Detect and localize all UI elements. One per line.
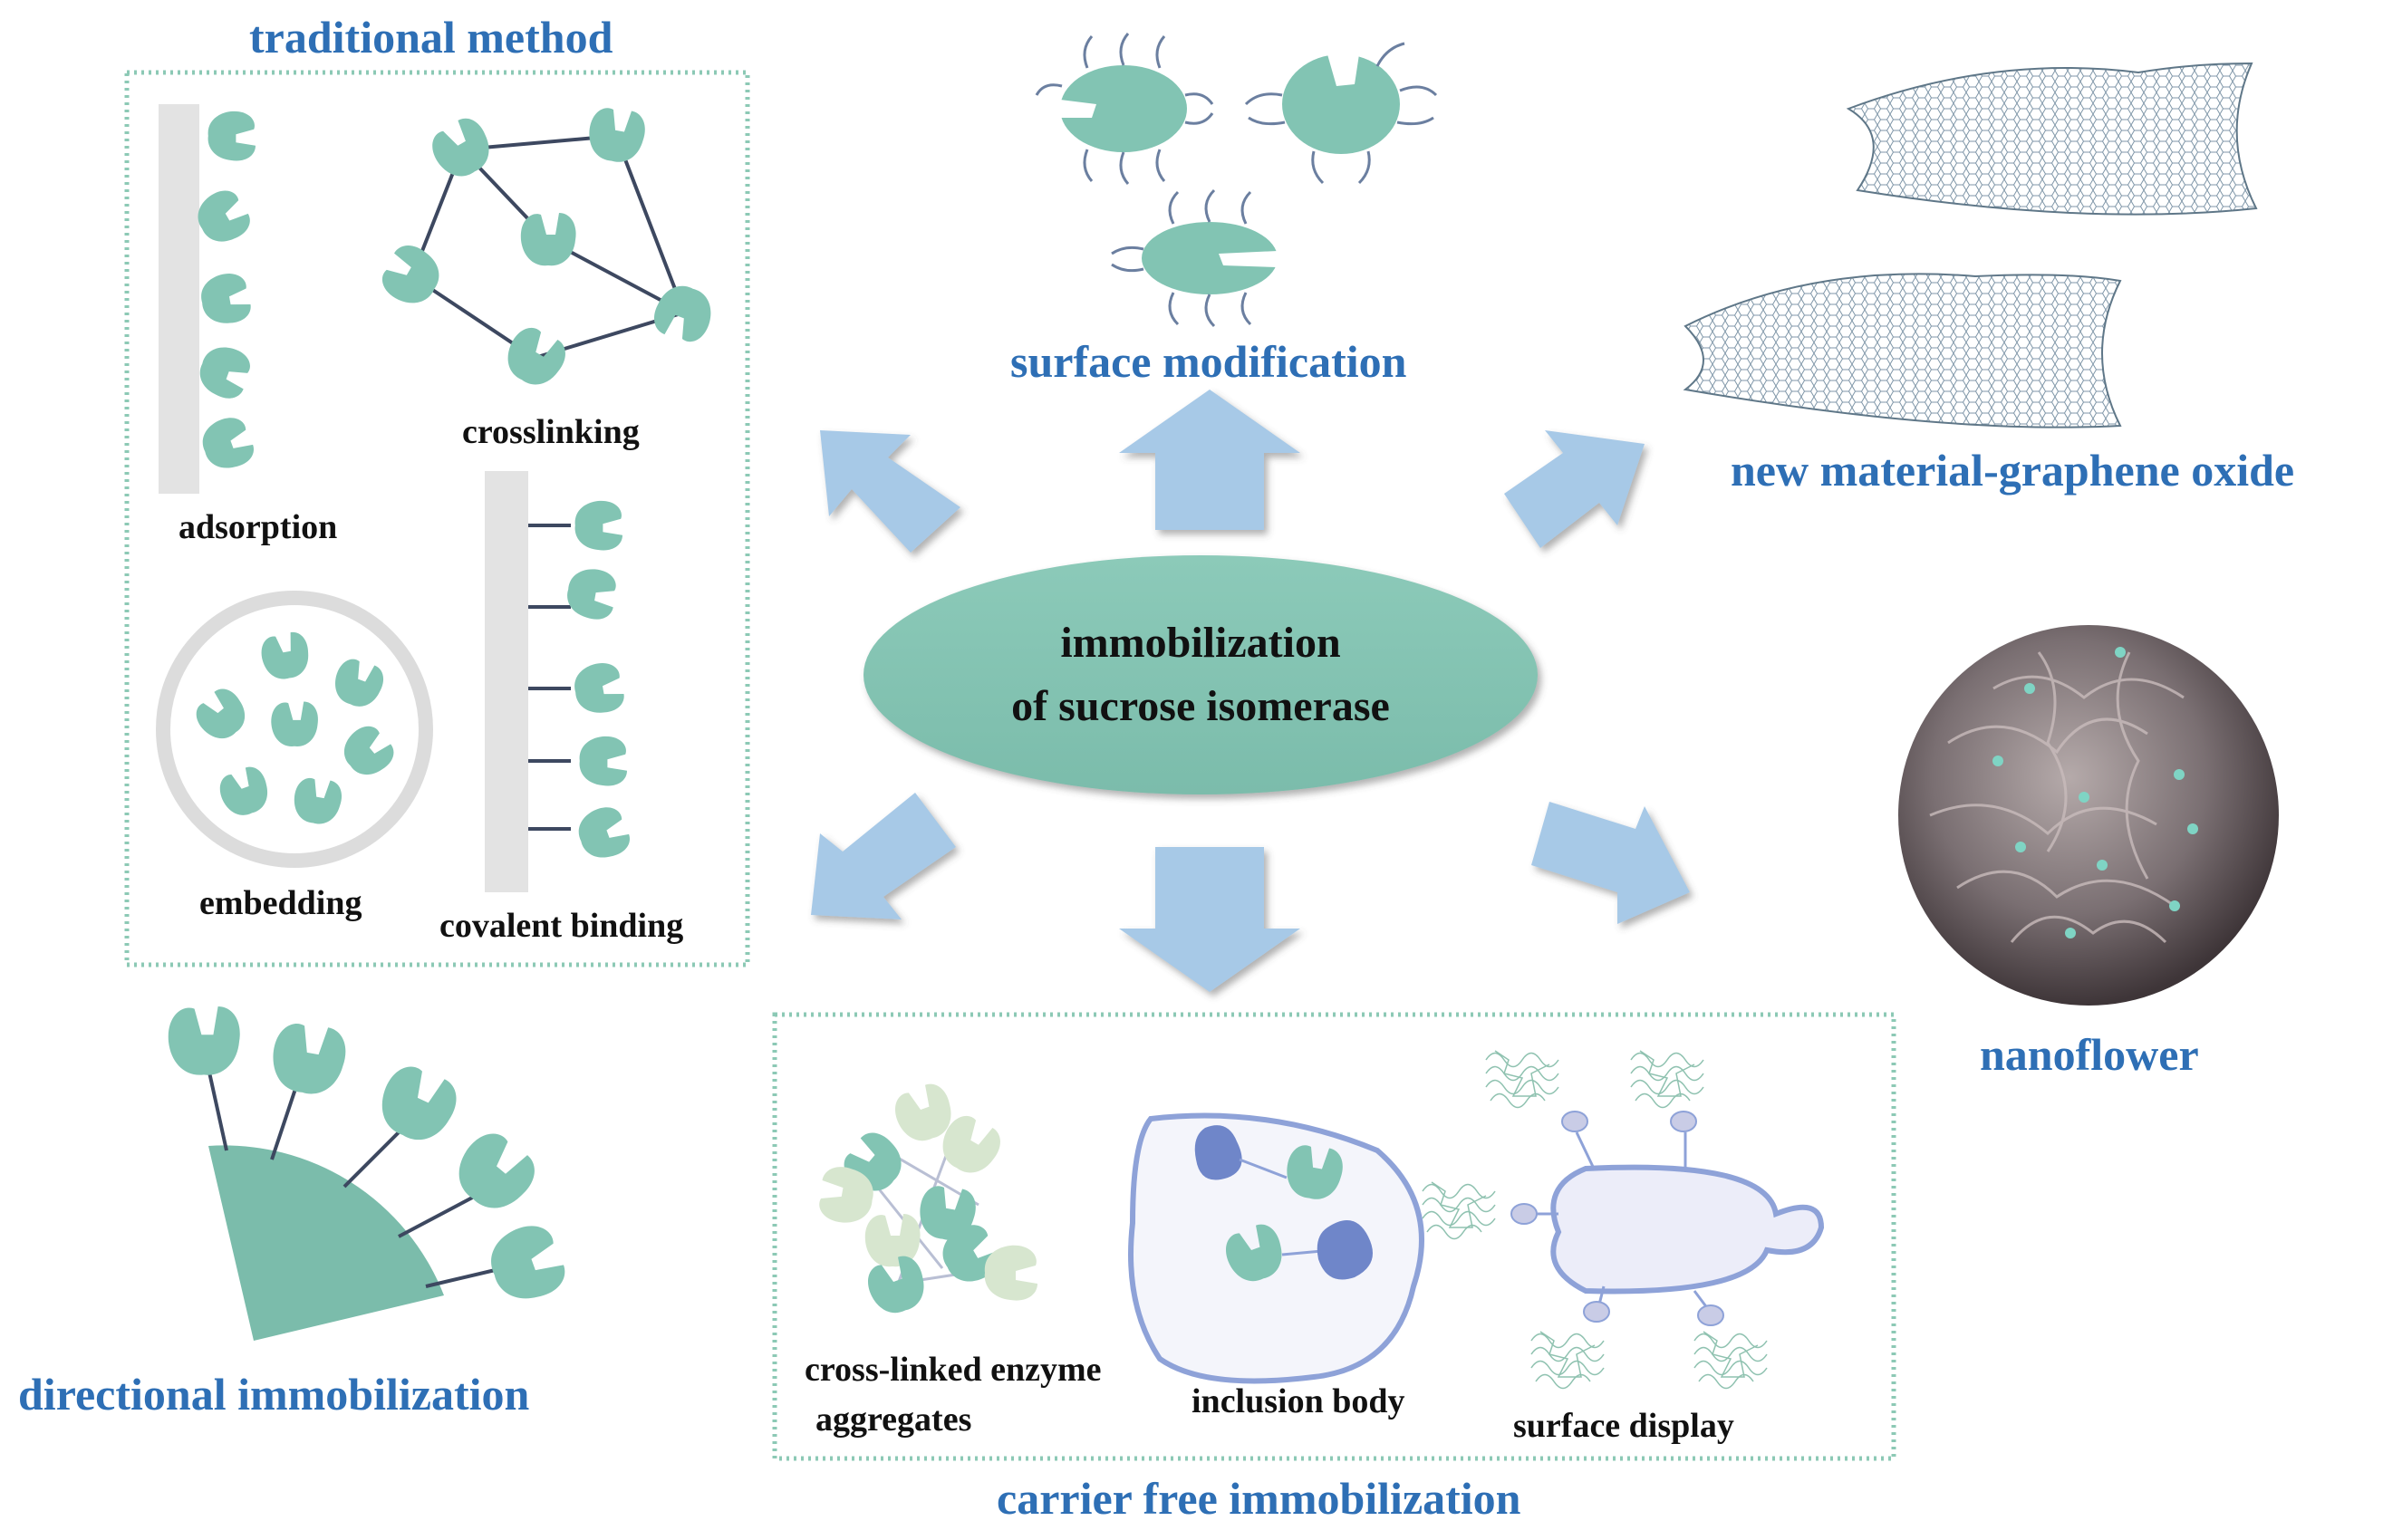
traditional-method-box bbox=[124, 70, 750, 967]
graphene-oxide-illustration bbox=[1683, 62, 2258, 428]
cross-linked-label-line1: cross-linked enzyme bbox=[805, 1351, 1102, 1389]
arrow-down bbox=[1119, 847, 1300, 992]
center-label-line1: immobilization bbox=[1060, 619, 1341, 667]
embedding-label: embedding bbox=[199, 884, 362, 922]
adsorption-illustration bbox=[159, 104, 258, 494]
nanoflower-title: nanoflower bbox=[1980, 1029, 2199, 1080]
crosslinking-label: crosslinking bbox=[462, 413, 640, 451]
arrow-upper-right bbox=[1504, 430, 1645, 548]
graphene-oxide-title: new material-graphene oxide bbox=[1731, 445, 2295, 496]
traditional-method-title: traditional method bbox=[249, 12, 613, 63]
inclusion-body-illustration bbox=[1128, 1112, 1424, 1384]
surface-display-label: surface display bbox=[1513, 1407, 1734, 1445]
arrow-up bbox=[1119, 390, 1300, 530]
crosslinking-illustration bbox=[374, 104, 719, 394]
directional-immobilization-title: directional immobilization bbox=[18, 1369, 530, 1420]
clea-illustration bbox=[815, 1079, 1037, 1320]
carrier-free-title: carrier free immobilization bbox=[997, 1473, 1521, 1524]
arrow-lower-left bbox=[811, 793, 956, 919]
nanoflower-illustration bbox=[1898, 625, 2279, 1006]
center-label: immobilization of sucrose isomerase bbox=[929, 611, 1472, 738]
surface-display-illustration bbox=[1422, 1050, 1825, 1390]
surface-modification-title: surface modification bbox=[1010, 336, 1407, 387]
arrow-upper-left bbox=[820, 430, 960, 553]
adsorption-label: adsorption bbox=[178, 508, 338, 546]
inclusion-body-label: inclusion body bbox=[1192, 1382, 1405, 1420]
surface-modification-illustration bbox=[1035, 33, 1438, 328]
traditional-method-panel bbox=[124, 70, 750, 967]
embedding-illustration bbox=[156, 591, 433, 868]
center-ellipse bbox=[863, 555, 1538, 794]
covalent-binding-illustration bbox=[485, 471, 634, 892]
center-label-line2: of sucrose isomerase bbox=[1011, 682, 1390, 730]
carrier-free-panel bbox=[772, 1012, 1896, 1461]
arrows bbox=[811, 390, 1690, 992]
directional-immobilization-illustration bbox=[168, 1006, 572, 1341]
covalent-binding-label: covalent binding bbox=[439, 907, 684, 945]
cross-linked-label-line2: aggregates bbox=[815, 1400, 972, 1439]
carrier-free-box bbox=[772, 1012, 1896, 1461]
arrow-lower-right bbox=[1531, 802, 1690, 924]
